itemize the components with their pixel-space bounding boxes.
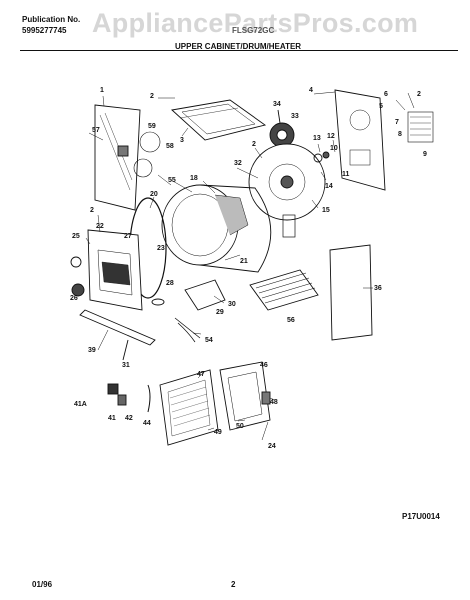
callout-36: 36 <box>374 285 382 292</box>
title-rule <box>20 50 458 51</box>
drawing-code: P17U0014 <box>402 512 440 521</box>
callout-6: 6 <box>384 91 388 98</box>
callout-30: 30 <box>228 301 236 308</box>
callout-21: 21 <box>240 258 248 265</box>
callout-13: 13 <box>313 135 321 142</box>
side-panel <box>329 244 373 341</box>
callout-2: 2 <box>417 91 421 98</box>
callout-29: 29 <box>216 309 224 316</box>
callout-1: 1 <box>100 87 104 94</box>
callout-2: 2 <box>90 207 94 214</box>
top-cover <box>171 99 267 141</box>
callout-57: 57 <box>92 127 100 134</box>
callout-41A: 41A <box>74 401 87 408</box>
page-number: 2 <box>231 580 236 589</box>
heater-element <box>249 269 319 311</box>
callout-28: 28 <box>166 280 174 287</box>
callout-49: 49 <box>214 429 222 436</box>
callout-34: 34 <box>273 101 281 108</box>
callout-23: 23 <box>157 245 165 252</box>
callout-56: 56 <box>287 317 295 324</box>
callout-9: 9 <box>423 151 427 158</box>
callout-22: 22 <box>96 223 104 230</box>
callout-2: 2 <box>150 93 154 100</box>
callout-10: 10 <box>330 145 338 152</box>
callout-47: 47 <box>197 371 205 378</box>
callout-44: 44 <box>143 420 151 427</box>
watermark: AppliancePartsPros.com <box>92 8 419 38</box>
publication-label: Publication No. <box>22 15 81 24</box>
callout-39: 39 <box>88 347 96 354</box>
callout-59: 59 <box>148 123 156 130</box>
callout-20: 20 <box>150 191 158 198</box>
callout-7: 7 <box>395 119 399 126</box>
callout-8: 8 <box>398 131 402 138</box>
publication-number: 5995277745 <box>22 26 67 35</box>
rear-panel <box>94 104 141 211</box>
callout-33: 33 <box>291 113 299 120</box>
callout-41: 41 <box>108 415 116 422</box>
callout-14: 14 <box>325 183 333 190</box>
callout-5: 5 <box>379 103 383 110</box>
callout-24: 24 <box>268 443 276 450</box>
callout-12: 12 <box>327 133 335 140</box>
callout-2: 2 <box>252 141 256 148</box>
callout-48: 48 <box>270 399 278 406</box>
callout-50: 50 <box>236 423 244 430</box>
callout-26: 26 <box>70 295 78 302</box>
callout-27: 27 <box>124 233 132 240</box>
section-title: UPPER CABINET/DRUM/HEATER <box>175 42 302 51</box>
callout-46: 46 <box>260 362 268 369</box>
model-number: FLSG72GC <box>232 26 275 35</box>
callout-25: 25 <box>72 233 80 240</box>
callout-42: 42 <box>125 415 133 422</box>
callout-11: 11 <box>342 171 350 178</box>
callout-31: 31 <box>122 362 130 369</box>
callout-58: 58 <box>166 143 174 150</box>
callout-54: 54 <box>205 337 213 344</box>
callout-4: 4 <box>309 87 313 94</box>
revision-date: 01/96 <box>32 580 53 589</box>
callout-32: 32 <box>234 160 242 167</box>
callout-55: 55 <box>168 177 176 184</box>
callout-3: 3 <box>180 137 184 144</box>
door-frame <box>219 361 271 431</box>
rear-bulkhead <box>334 89 386 191</box>
callout-18: 18 <box>190 175 198 182</box>
callout-15: 15 <box>322 207 330 214</box>
door-inner-panel <box>159 369 219 446</box>
